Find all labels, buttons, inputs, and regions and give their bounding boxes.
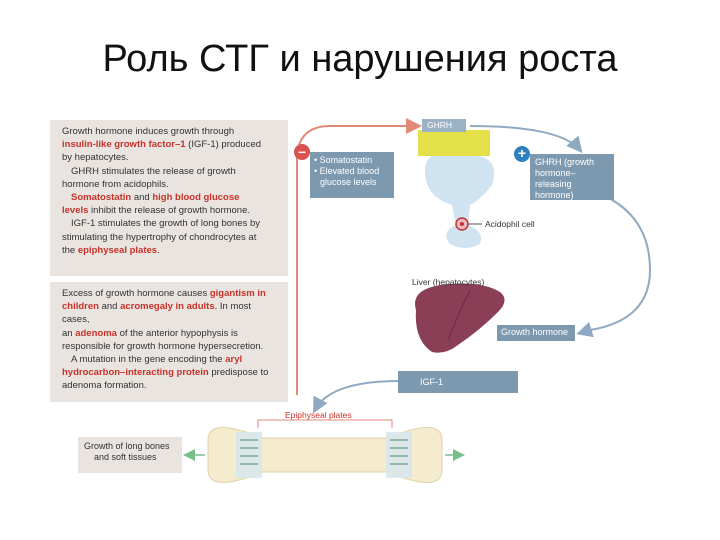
panel-line: levels inhibit the release of growth hor…: [62, 205, 251, 217]
panel-line: IGF-1 stimulates the growth of long bone…: [71, 218, 261, 230]
liver-label: Liver (hepatocytes): [412, 277, 485, 287]
ghrh-line: GHRH (growth: [535, 157, 595, 167]
stimulation-plus-icon: +: [514, 146, 530, 162]
panel-line: A mutation in the gene encoding the aryl: [71, 354, 243, 366]
panel-line: adenoma formation.: [62, 380, 147, 392]
panel-line: the epiphyseal plates.: [62, 244, 160, 256]
panel-line: insulin-like growth factor–1 (IGF-1) pro…: [62, 139, 262, 151]
long-bone-icon: [207, 427, 443, 483]
liver-icon: [415, 283, 505, 353]
ghrh-line: hormone–releasing: [535, 168, 576, 189]
panel-line: Somatostatin and high blood glucose: [71, 192, 240, 204]
panel-line: GHRH stimulates the release of growth: [71, 165, 236, 177]
igf-box: IGF-1: [398, 371, 518, 393]
hypothalamus-shape: [418, 130, 490, 156]
panel-line: an adenoma of the anterior hypophysis is: [62, 327, 238, 339]
igf-arrow: [313, 380, 401, 414]
growth-result-line: and soft tissues: [94, 452, 157, 462]
ghrh-label: GHRH: [427, 120, 453, 130]
epiphyseal-plate-right: [386, 432, 412, 478]
slide-title: Роль СТГ и нарушения роста: [102, 38, 618, 80]
inhibitors-box: • Somatostatin • Elevated blood glucose …: [310, 152, 394, 198]
inhibition-minus-icon: –: [294, 144, 310, 160]
panel-line: by hepatocytes.: [62, 152, 129, 164]
epiphyseal-bracket: [257, 419, 393, 428]
growth-hormone-loop: [576, 189, 652, 338]
epiphyseal-plates-label: Epiphyseal plates: [285, 410, 352, 420]
inhibitor-glucose-cont: glucose levels: [320, 177, 377, 187]
panel-line: Growth hormone induces growth through: [62, 126, 235, 137]
panel-line: stimulating the hypertrophy of chondrocy…: [62, 231, 257, 243]
hormone-mechanism-panel: Growth hormone induces growth through in…: [50, 120, 288, 276]
ghrh-line: hormone): [535, 190, 574, 200]
inhibitor-glucose: • Elevated blood: [314, 166, 380, 176]
panel-line: hydrocarbon–interacting protein predispo…: [62, 367, 269, 379]
growth-hormone-box: Growth hormone: [497, 325, 575, 341]
epiphyseal-plate-left: [236, 432, 262, 478]
inhibition-arrow: [296, 118, 422, 395]
inhibitor-somatostatin: • Somatostatin: [314, 155, 373, 165]
acidophil-cell-label: Acidophil cell: [485, 219, 535, 229]
growth-result-line: Growth of long bones: [84, 441, 170, 451]
ghrh-stimulation-arrow: [469, 125, 583, 154]
panel-line: Excess of growth hormone causes gigantis…: [62, 288, 266, 299]
panel-line: children and acromegaly in adults. In mo…: [62, 301, 252, 326]
growth-disorder-panel: Excess of growth hormone causes gigantis…: [50, 282, 288, 402]
growth-result-box: Growth of long bones and soft tissues: [78, 437, 182, 473]
panel-line: responsible for growth hormone hypersecr…: [62, 340, 264, 352]
panel-line: hormone from acidophils.: [62, 178, 169, 190]
pituitary-gland: [424, 156, 495, 248]
ghrh-description-box: GHRH (growth hormone–releasing hormone): [530, 154, 614, 200]
ghrh-label-box: [422, 119, 466, 132]
